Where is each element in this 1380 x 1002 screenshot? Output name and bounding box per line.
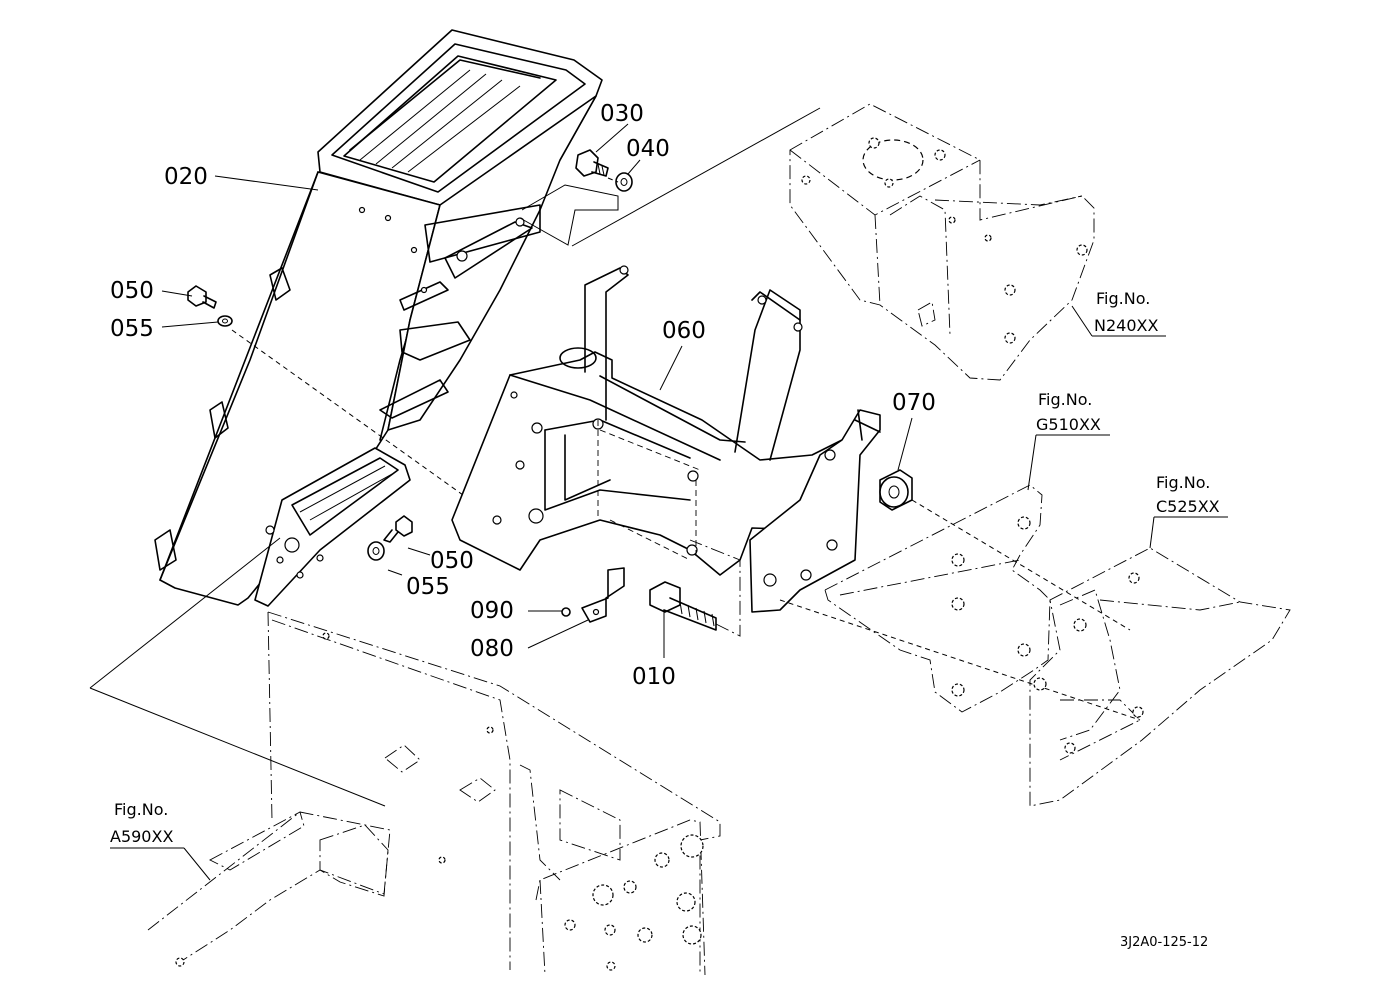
ref-assembly-c525 [1029, 547, 1291, 807]
part-030-bolt [575, 149, 609, 177]
diagram-code: 3J2A0-125-12 [1120, 935, 1208, 950]
figure-reference-labels: Fig.No. N240XX Fig.No. G510XX Fig.No. C5… [110, 289, 1220, 846]
part-number-labels: 020 030 040 050 055 050 055 060 070 090 … [110, 101, 936, 690]
part-090-screw [561, 607, 571, 617]
fig-ref-c525-code: C525XX [1156, 497, 1220, 516]
fig-ref-g510-label: Fig.No. [1038, 390, 1092, 409]
fig-ref-c525-label: Fig.No. [1156, 473, 1210, 492]
fig-ref-g510-code: G510XX [1036, 415, 1101, 434]
part-050-bolt-upper [187, 285, 217, 309]
label-060: 060 [662, 318, 706, 344]
fig-ref-a590-code: A590XX [110, 827, 173, 846]
label-020: 020 [164, 164, 208, 190]
label-055-upper: 055 [110, 316, 154, 342]
label-010: 010 [632, 664, 676, 690]
leader-lines [110, 123, 1228, 881]
label-040: 040 [626, 136, 670, 162]
ref-assembly-a590 [89, 537, 721, 976]
label-070: 070 [892, 390, 936, 416]
label-055-lower: 055 [406, 574, 450, 600]
part-020-step-column [154, 29, 603, 607]
part-060-bracket [451, 265, 881, 613]
label-030: 030 [600, 101, 644, 127]
fig-ref-a590-label: Fig.No. [114, 800, 168, 819]
part-070-bushing [879, 469, 913, 511]
part-055-washer-upper [217, 315, 233, 327]
part-055-washer-lower [367, 541, 385, 561]
label-050-lower: 050 [430, 548, 474, 574]
part-010-bolt [649, 539, 741, 637]
label-050-upper: 050 [110, 278, 154, 304]
fig-ref-n240-code: N240XX [1094, 316, 1158, 335]
ref-assembly-g510 [779, 484, 1141, 721]
fig-ref-n240-label: Fig.No. [1096, 289, 1150, 308]
ref-assembly-n240 [789, 103, 1095, 381]
label-080: 080 [470, 636, 514, 662]
part-050-bolt-lower [383, 515, 413, 543]
label-090: 090 [470, 598, 514, 624]
part-040-washer [615, 172, 633, 192]
part-080-small-bracket [581, 567, 625, 623]
